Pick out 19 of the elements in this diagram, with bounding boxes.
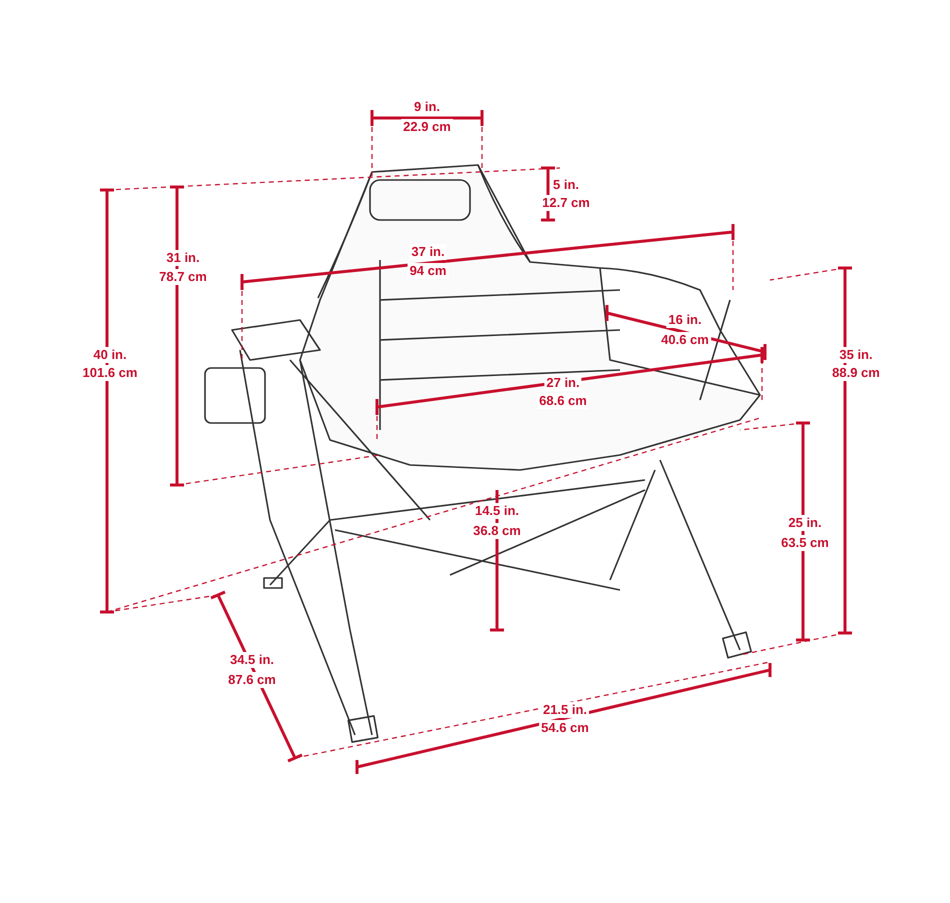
dimension-label: 94 cm bbox=[408, 263, 448, 279]
dimension-label: 31 in. bbox=[164, 250, 202, 266]
dimension-label: 40 in. bbox=[91, 347, 129, 363]
dimension-label: 87.6 cm bbox=[226, 672, 278, 688]
dimension-label: 14.5 in. bbox=[472, 503, 522, 519]
dimension-label: 35 in. bbox=[837, 347, 875, 363]
dimension-label: 27 in. bbox=[544, 375, 582, 391]
dimension-label: 68.6 cm bbox=[537, 393, 589, 409]
dimension-label: 63.5 cm bbox=[779, 535, 831, 551]
dimension-label: 36.8 cm bbox=[471, 523, 523, 539]
dimension-label: 78.7 cm bbox=[157, 269, 209, 285]
dimension-label: 37 in. bbox=[409, 244, 447, 260]
dimension-label: 88.9 cm bbox=[830, 365, 882, 381]
dimension-label: 101.6 cm bbox=[80, 365, 140, 381]
dimension-label: 25 in. bbox=[786, 515, 824, 531]
dimension-label: 12.7 cm bbox=[540, 195, 592, 211]
dimension-label: 34.5 in. bbox=[228, 652, 276, 668]
dimension-label: 21.5 in. bbox=[540, 702, 590, 718]
dimension-label: 16 in. bbox=[666, 312, 704, 328]
